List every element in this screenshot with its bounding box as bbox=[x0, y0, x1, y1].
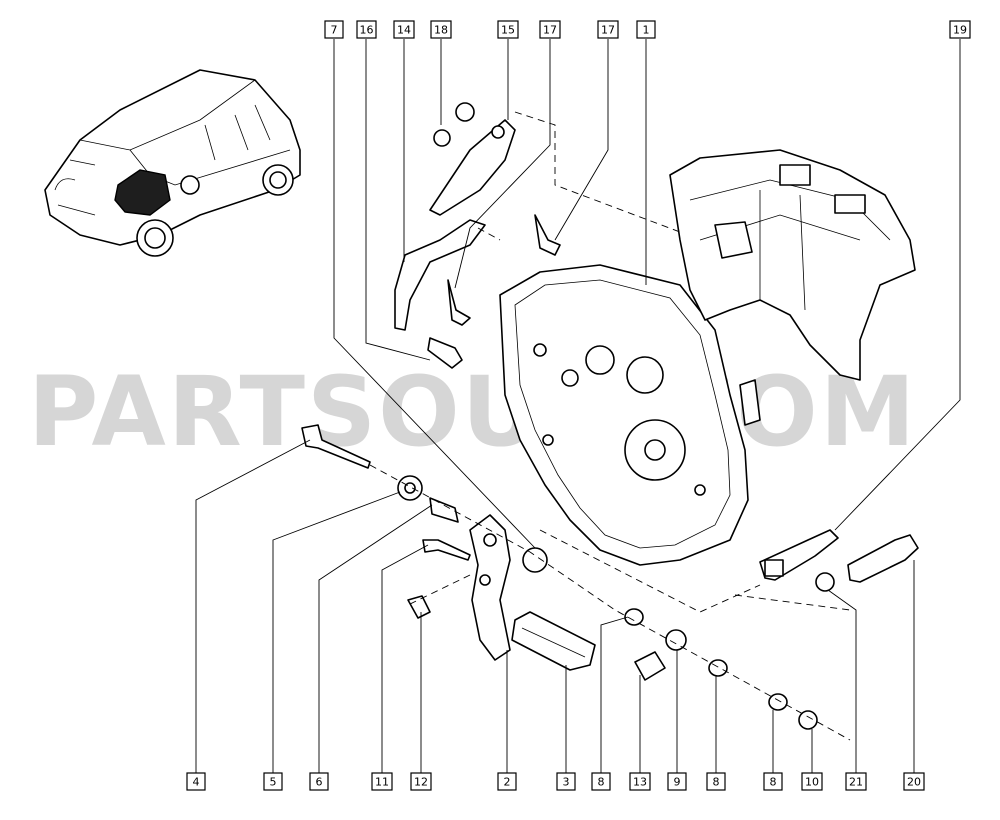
small-parts bbox=[301, 102, 919, 730]
svg-text:1: 1 bbox=[643, 24, 650, 37]
svg-text:2: 2 bbox=[504, 776, 511, 789]
svg-text:8: 8 bbox=[713, 776, 720, 789]
callout-21: 21 bbox=[845, 772, 867, 791]
svg-text:4: 4 bbox=[193, 776, 200, 789]
leader-lines bbox=[195, 39, 961, 773]
callout-4: 4 bbox=[186, 772, 206, 791]
svg-text:21: 21 bbox=[849, 776, 863, 789]
callout-19: 19 bbox=[949, 20, 971, 39]
callout-18: 18 bbox=[430, 20, 452, 39]
callout-15: 15 bbox=[497, 20, 519, 39]
svg-text:5: 5 bbox=[270, 776, 277, 789]
svg-text:6: 6 bbox=[316, 776, 323, 789]
svg-text:17: 17 bbox=[601, 24, 615, 37]
svg-text:11: 11 bbox=[375, 776, 389, 789]
svg-text:10: 10 bbox=[805, 776, 819, 789]
callout-13: 13 bbox=[629, 772, 651, 791]
callout-17b: 17 bbox=[597, 20, 619, 39]
vehicle-locator-illustration bbox=[44, 69, 301, 257]
svg-text:12: 12 bbox=[414, 776, 428, 789]
callout-20: 20 bbox=[903, 772, 925, 791]
svg-text:15: 15 bbox=[501, 24, 515, 37]
svg-text:9: 9 bbox=[674, 776, 681, 789]
callout-10: 10 bbox=[801, 772, 823, 791]
callout-12: 12 bbox=[410, 772, 432, 791]
callout-1: 1 bbox=[636, 20, 656, 39]
svg-text:13: 13 bbox=[633, 776, 647, 789]
svg-text:8: 8 bbox=[598, 776, 605, 789]
callout-8c: 8 bbox=[763, 772, 783, 791]
main-housing-plate bbox=[499, 264, 749, 566]
callouts-bottom: 4 5 6 11 12 2 3 8 bbox=[186, 772, 925, 791]
pedal-bracket bbox=[669, 149, 916, 426]
callout-16: 16 bbox=[356, 20, 377, 39]
callout-3: 3 bbox=[556, 772, 576, 791]
assembly-dash-lines bbox=[369, 111, 851, 741]
callout-8a: 8 bbox=[591, 772, 611, 791]
callout-11: 11 bbox=[371, 772, 393, 791]
watermark-text: PARTSOUQ.COM bbox=[28, 356, 917, 468]
callout-6: 6 bbox=[309, 772, 329, 791]
svg-text:20: 20 bbox=[907, 776, 921, 789]
svg-text:14: 14 bbox=[397, 24, 411, 37]
svg-text:17: 17 bbox=[543, 24, 557, 37]
callout-9: 9 bbox=[667, 772, 687, 791]
callout-5: 5 bbox=[263, 772, 283, 791]
svg-text:7: 7 bbox=[331, 24, 338, 37]
callout-17a: 17 bbox=[539, 20, 561, 39]
callout-14: 14 bbox=[393, 20, 415, 39]
svg-text:18: 18 bbox=[434, 24, 448, 37]
callout-2: 2 bbox=[497, 772, 517, 791]
svg-text:19: 19 bbox=[953, 24, 967, 37]
svg-text:3: 3 bbox=[563, 776, 570, 789]
callouts-top: 7 16 14 18 15 17 17 1 bbox=[324, 20, 971, 39]
callout-8b: 8 bbox=[706, 772, 726, 791]
callout-7: 7 bbox=[324, 20, 344, 39]
svg-text:16: 16 bbox=[360, 24, 374, 37]
svg-text:8: 8 bbox=[770, 776, 777, 789]
